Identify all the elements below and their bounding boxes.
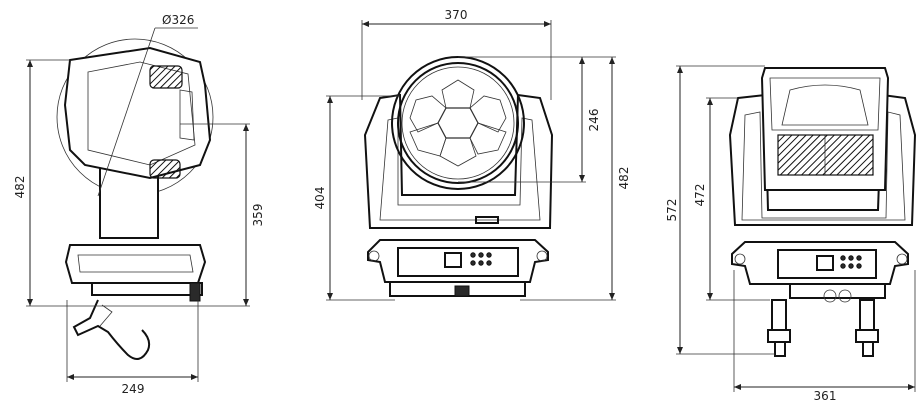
front-base bbox=[367, 239, 549, 283]
dim-rear-body-height: 472 bbox=[693, 184, 707, 207]
front-yoke bbox=[363, 93, 554, 229]
dim-rear-total-height: 572 bbox=[665, 199, 679, 222]
dim-lens-height: 246 bbox=[587, 109, 601, 132]
dim-side-total-height: 482 bbox=[13, 176, 27, 199]
rear-view: 572 472 361 bbox=[665, 65, 917, 403]
dim-head-width: 370 bbox=[445, 8, 468, 22]
side-head bbox=[63, 46, 212, 180]
side-view: Ø326 482 359 249 bbox=[13, 13, 265, 396]
side-base bbox=[64, 244, 207, 284]
rear-base bbox=[731, 241, 909, 285]
rear-clamps bbox=[767, 289, 879, 357]
front-head-ring bbox=[391, 56, 525, 190]
dim-pivot-height: 359 bbox=[251, 204, 265, 227]
side-clamp bbox=[72, 299, 151, 360]
dim-diameter: Ø326 bbox=[162, 13, 194, 27]
front-view: 370 246 482 404 bbox=[313, 8, 631, 301]
dim-base-width: 249 bbox=[122, 382, 145, 396]
dim-front-total-height: 482 bbox=[617, 167, 631, 190]
dim-clamp-width: 361 bbox=[814, 389, 837, 403]
dim-front-body-height: 404 bbox=[313, 187, 327, 210]
front-lens-array bbox=[409, 79, 507, 167]
